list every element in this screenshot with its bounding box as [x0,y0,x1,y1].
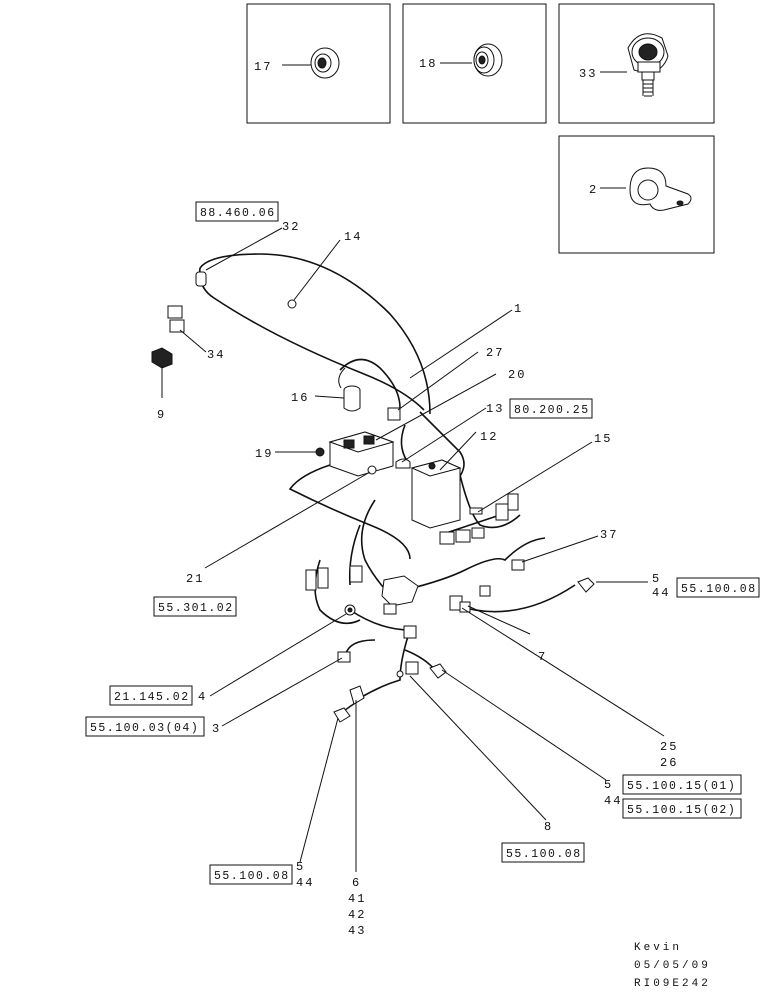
ref-55-100-15-01: 55.100.15(01) [627,780,736,793]
callout-42: 42 [348,908,366,922]
detail-box-33: 33 [558,3,715,124]
harness-components [151,271,595,723]
callout-16: 16 [291,391,309,405]
callout-21: 21 [186,572,204,586]
callout-13: 13 [486,402,504,416]
callout-33: 33 [579,67,597,81]
callout-6: 6 [352,876,361,890]
callout-43: 43 [348,924,366,938]
callout-4: 4 [198,690,207,704]
callout-18: 18 [419,57,437,71]
detail-box-17: 17 [246,3,391,124]
detail-box-18: 18 [402,3,547,124]
callout-19: 19 [255,447,273,461]
harness-wires [198,253,576,715]
reference-boxes: 88.460.06 80.200.25 55.301.02 55.100.08 … [85,201,760,885]
callout-32: 32 [282,220,300,234]
footer-code: RI09E242 [634,978,711,990]
callout-44-right: 44 [652,586,670,600]
callout-34: 34 [207,348,225,362]
callout-12: 12 [480,430,498,444]
callout-44-left: 44 [296,876,314,890]
ref-55-100-08-mid: 55.100.08 [506,848,582,861]
callout-14: 14 [344,230,362,244]
footer-date: 05/05/09 [634,960,711,972]
callout-15: 15 [594,432,612,446]
callout-numbers: 32 14 1 27 20 13 12 15 37 34 9 16 19 21 … [157,220,678,938]
callout-1: 1 [514,302,523,316]
callout-8: 8 [544,820,553,834]
leader-lines [161,227,665,872]
ref-55-100-08-left: 55.100.08 [214,870,290,883]
callout-9: 9 [157,408,166,422]
callout-20: 20 [508,368,526,382]
callout-27: 27 [486,346,504,360]
callout-44-mid: 44 [604,794,622,808]
callout-5-right: 5 [652,572,661,586]
footer-author: Kevin [634,942,682,954]
detail-box-2: 2 [558,135,715,254]
callout-2: 2 [589,183,598,197]
callout-5-mid: 5 [604,778,613,792]
ref-88-460-06: 88.460.06 [200,207,276,220]
ref-80-200-25: 80.200.25 [514,404,590,417]
callout-25: 25 [660,740,678,754]
callout-26: 26 [660,756,678,770]
ref-21-145-02: 21.145.02 [114,691,190,704]
drawing-footer: Kevin 05/05/09 RI09E242 [634,942,711,990]
ref-55-100-03-04: 55.100.03(04) [90,722,199,735]
ref-55-100-08-right: 55.100.08 [681,583,757,596]
callout-41: 41 [348,892,366,906]
callout-3: 3 [212,722,221,736]
ref-55-301-02: 55.301.02 [158,602,234,615]
callout-7: 7 [538,650,547,664]
callout-37: 37 [600,528,618,542]
callout-17: 17 [254,60,272,74]
callout-5-left: 5 [296,860,305,874]
ref-55-100-15-02: 55.100.15(02) [627,804,736,817]
